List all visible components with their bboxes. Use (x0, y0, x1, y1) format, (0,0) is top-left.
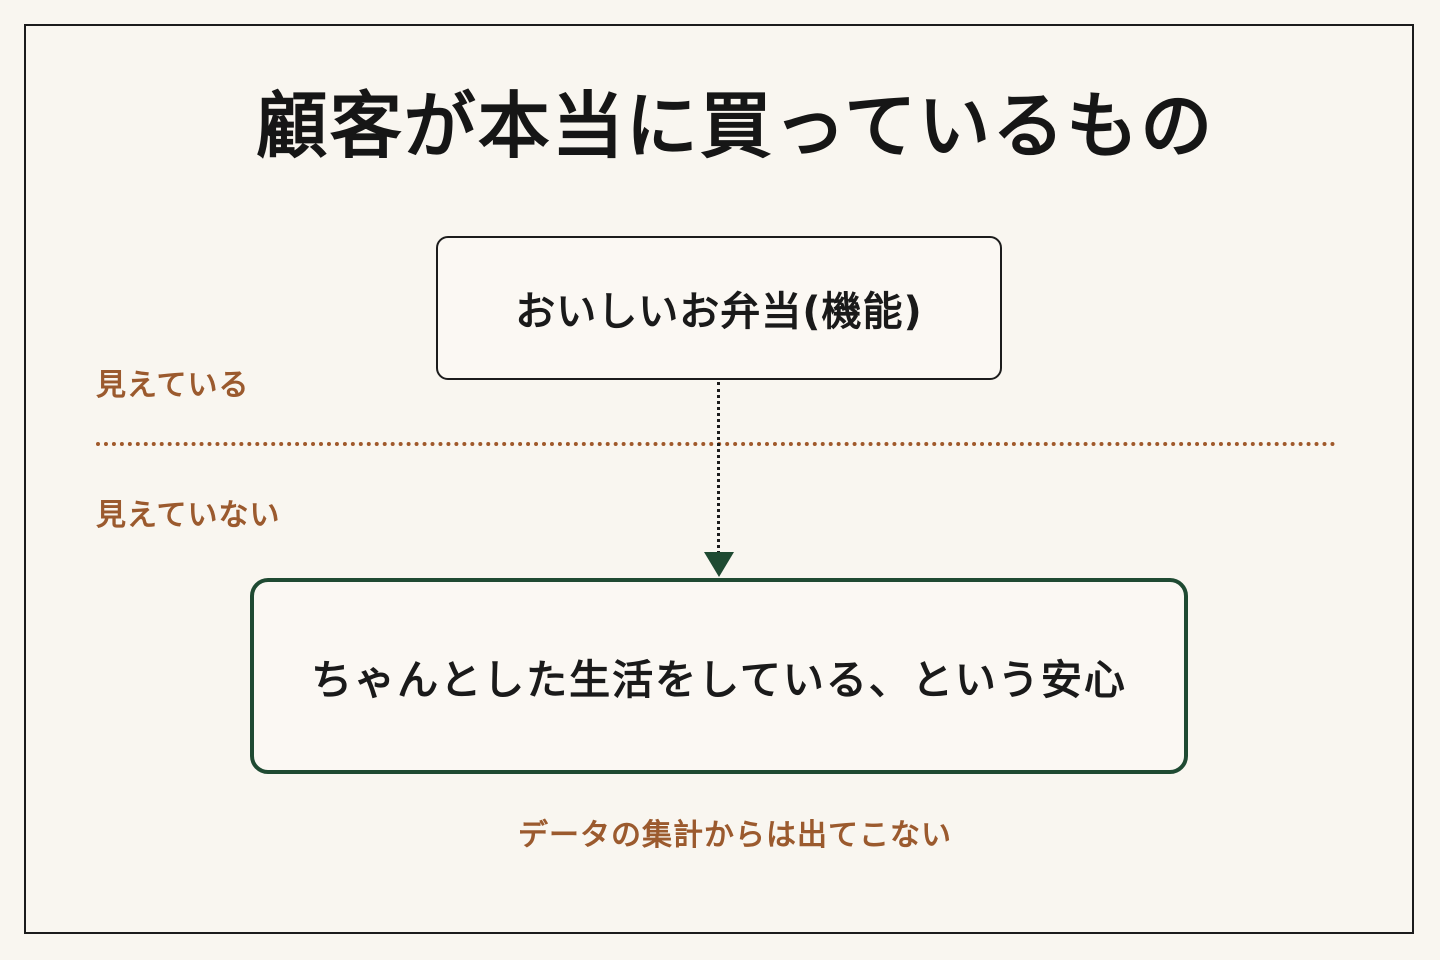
connector-dotted-line (717, 382, 720, 554)
hidden-value-text: ちゃんとした生活をしている、という安心 (311, 656, 1127, 704)
arrow-down-icon (704, 552, 734, 577)
hidden-value-box: ちゃんとした生活をしている、という安心 (250, 578, 1188, 774)
data-note-label: データの集計からは出てこない (518, 818, 952, 853)
diagram-title: 顧客が本当に買っているもの (255, 83, 1215, 168)
diagram-frame (24, 24, 1414, 934)
visible-value-text: おいしいお弁当(機能) (515, 289, 923, 335)
visible-label: 見えている (96, 368, 250, 403)
invisible-label: 見えていない (96, 498, 281, 533)
visibility-divider (96, 442, 1336, 446)
visible-value-box: おいしいお弁当(機能) (436, 236, 1002, 380)
